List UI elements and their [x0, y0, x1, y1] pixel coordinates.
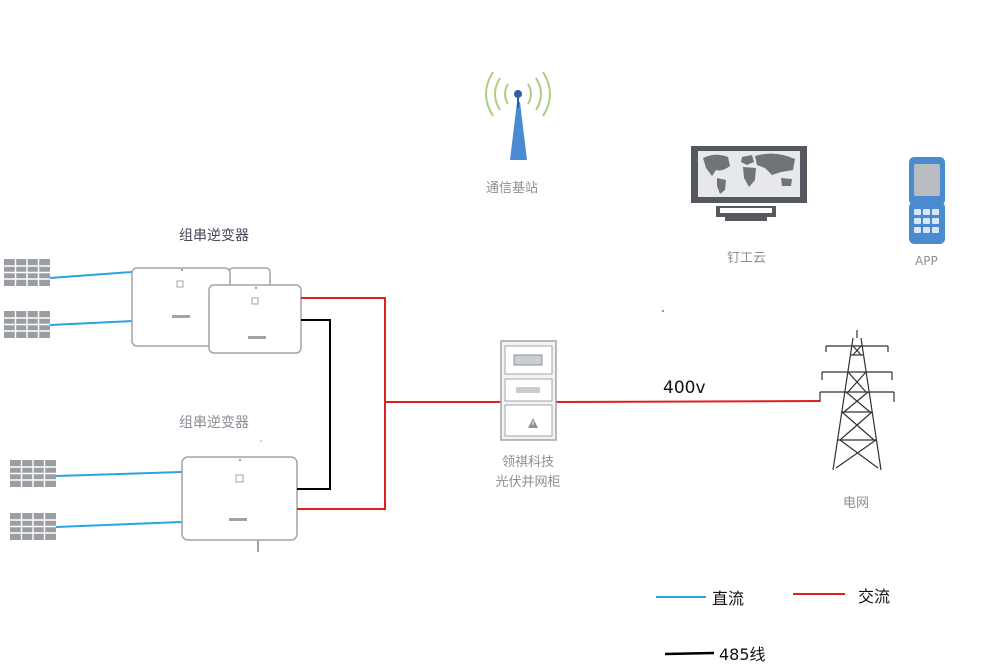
legend-485-swatch [664, 651, 715, 656]
inverter-icon [131, 267, 302, 354]
inverter-bottom-label: 组串逆变器 [179, 415, 249, 431]
app-label: APP [915, 254, 938, 268]
ac-line [297, 297, 386, 510]
legend-485-label: 485线 [719, 645, 766, 664]
grid-cabinet-icon [500, 340, 557, 441]
grid-label: 电网 [843, 496, 870, 511]
dc-line [55, 471, 183, 477]
dc-line [49, 271, 133, 279]
solar-panel-icon [3, 258, 51, 287]
dc-line [49, 320, 133, 326]
solar-panel-icon [9, 459, 57, 488]
dc-lines [49, 271, 183, 528]
monitor-world-map-icon [691, 146, 807, 221]
transmission-tower-icon [819, 330, 895, 471]
legend-ac-label: 交流 [858, 587, 891, 606]
cloud-label: 钉工云 [727, 251, 767, 266]
voltage-label: 400v [663, 378, 706, 398]
dc-line [55, 521, 183, 528]
cabinet-label-line2: 光伏并网柜 [495, 475, 561, 490]
solar-panel-icon [9, 512, 57, 541]
ac-line [555, 400, 821, 403]
rs485-line [297, 319, 331, 490]
phone-icon [909, 157, 945, 244]
inverter-top-label: 组串逆变器 [179, 228, 249, 244]
inverter-icon [181, 456, 298, 552]
solar-panel-icon [3, 310, 51, 339]
base-station-label: 通信基站 [486, 181, 539, 196]
ac-lines [297, 297, 821, 510]
cabinet-label-line1: 领祺科技 [501, 455, 554, 470]
antenna-icon [485, 71, 551, 160]
legend-dc-label: 直流 [712, 589, 745, 608]
